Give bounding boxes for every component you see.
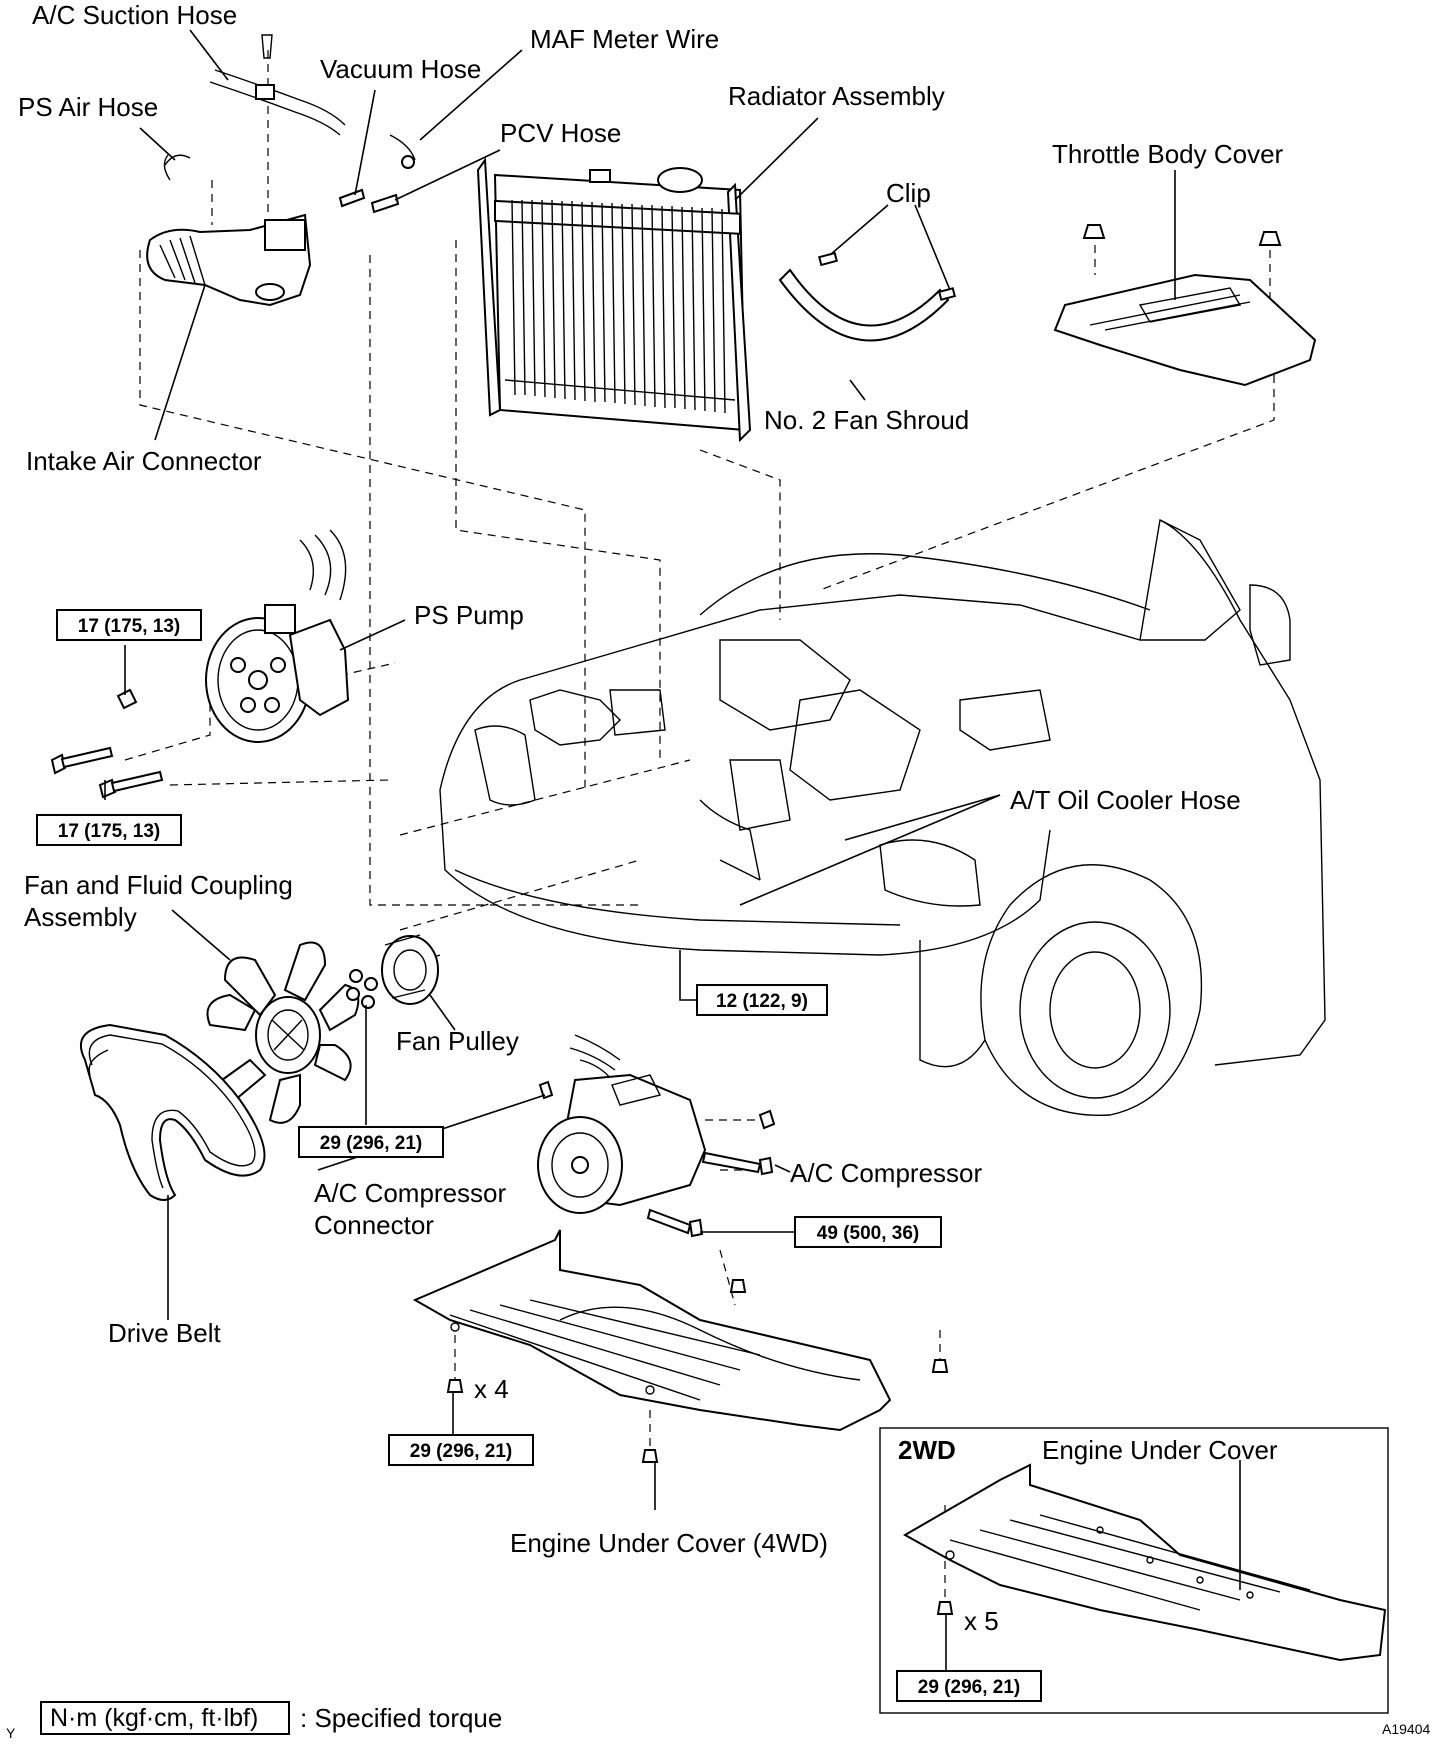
label-ps-pump: PS Pump [414,600,524,630]
torque-fan-nuts: 29 (296, 21) [298,1126,444,1158]
label-engine-under-cover: Engine Under Cover [1042,1435,1278,1465]
legend-unit-box: N·m (kgf·cm, ft·lbf) [40,1701,290,1735]
corner-mark: Y [6,1725,16,1741]
engine-under-cover-2wd-drawing [902,1463,1387,1662]
fan-shroud-drawing [778,251,957,342]
label-ac-suction-hose: A/C Suction Hose [32,0,238,30]
legend-unit-text: N·m (kgf·cm, ft·lbf) [50,1704,259,1732]
figure-code: A19404 [1382,1721,1431,1737]
label-intake-air-connector: Intake Air Connector [26,446,262,476]
label-drive-belt: Drive Belt [108,1318,221,1348]
label-ps-air-hose: PS Air Hose [18,92,159,122]
label-ac-compressor: A/C Compressor [790,1158,983,1188]
label-fan-pulley: Fan Pulley [396,1026,519,1056]
torque-ps-pump-lower: 17 (175, 13) [36,814,182,846]
label-ac-compressor-connector: A/C Compressor [314,1178,507,1208]
label-variant-2wd: 2WD [898,1435,956,1465]
label-ac-compressor-connector-line2: Connector [314,1210,434,1240]
torque-compressor-bolt: 49 (500, 36) [794,1216,942,1248]
radiator-assembly-drawing [476,157,752,443]
engine-under-cover-4wd-drawing [412,1229,949,1463]
ps-pump-drawing [50,529,350,799]
torque-under-cover-2wd: 29 (296, 21) [896,1670,1042,1702]
drive-belt-drawing [79,1023,266,1201]
fan-pulley-drawing [346,934,439,1009]
intake-air-connector-drawing [146,213,312,307]
label-qty-x4: x 4 [474,1374,509,1404]
label-maf-meter-wire: MAF Meter Wire [530,24,720,54]
label-fan-fluid-coupling: Fan and Fluid Coupling [24,870,293,900]
throttle-body-cover-drawing [1053,224,1317,387]
torque-under-cover-4wd: 29 (296, 21) [388,1434,534,1466]
label-pcv-hose: PCV Hose [500,118,622,148]
label-at-oil-cooler-hose: A/T Oil Cooler Hose [1010,785,1241,815]
label-vacuum-hose: Vacuum Hose [320,54,482,84]
label-clip: Clip [886,178,931,208]
label-radiator-assembly: Radiator Assembly [728,81,945,111]
label-engine-under-cover-4wd: Engine Under Cover (4WD) [510,1528,828,1558]
label-fan-fluid-coupling-line2: Assembly [24,902,137,932]
torque-ps-pump-upper: 17 (175, 13) [56,609,202,641]
label-no2-fan-shroud: No. 2 Fan Shroud [764,405,970,435]
ac-suction-hose-drawing [209,34,346,136]
variant-2wd-inset-frame [879,1427,1389,1714]
label-throttle-body-cover: Throttle Body Cover [1052,139,1284,169]
legend-description: : Specified torque [300,1703,503,1733]
vacuum-pcv-hoses-drawing [163,134,416,214]
label-qty-x5: x 5 [964,1606,999,1636]
ac-compressor-drawing [537,1034,776,1238]
vehicle-drawing [439,518,1326,1116]
torque-oil-cooler-bolt: 12 (122, 9) [696,984,828,1016]
